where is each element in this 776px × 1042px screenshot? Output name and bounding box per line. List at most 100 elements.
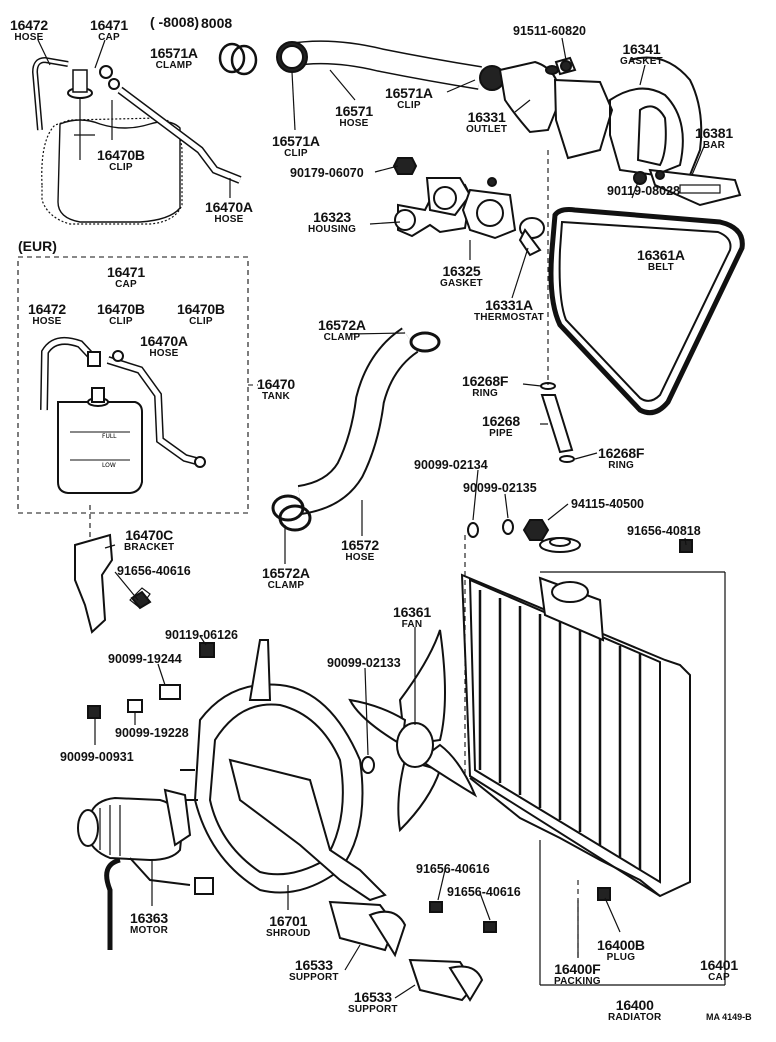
part-name: SUPPORT bbox=[348, 1004, 398, 1015]
catalog-number-p2: 91511-60820 bbox=[513, 24, 586, 38]
part-name: PLUG bbox=[606, 952, 636, 963]
part-number: 16470B bbox=[177, 301, 225, 317]
part-number: 16472 bbox=[28, 301, 66, 317]
part-number: 16533 bbox=[353, 989, 392, 1005]
shroud-16701 bbox=[180, 639, 387, 902]
catalog-number-p6: 90099-02135 bbox=[463, 481, 537, 495]
outlet-16331 bbox=[498, 56, 614, 160]
part-name: RADIATOR bbox=[608, 1012, 662, 1023]
part-name: CAP bbox=[115, 279, 137, 290]
part-name: CLIP bbox=[189, 316, 213, 327]
housing-16323 bbox=[392, 157, 472, 238]
part-name: CLAMP bbox=[267, 580, 305, 591]
catalog-number-p11: 90099-19244 bbox=[108, 652, 182, 666]
part-name: CLIP bbox=[109, 162, 133, 173]
drawing-ref: MA 4149-B bbox=[706, 1012, 752, 1022]
bar-16381 bbox=[633, 168, 742, 207]
part-name: OUTLET bbox=[466, 124, 508, 135]
part-number: 16472 bbox=[10, 17, 48, 33]
part-number: 16325 bbox=[442, 263, 481, 279]
part-number: 16571A bbox=[150, 45, 198, 61]
lower-hose-16572 bbox=[271, 327, 441, 532]
part-number: 16470 bbox=[257, 376, 295, 392]
part-number: 16571 bbox=[335, 103, 373, 119]
part-name: CAP bbox=[708, 972, 730, 983]
part-name: BELT bbox=[647, 262, 674, 273]
part-number: 16363 bbox=[130, 910, 168, 926]
catalog-number-p8: 91656-40818 bbox=[627, 524, 701, 538]
part-name: FAN bbox=[401, 619, 423, 630]
part-name: HOUSING bbox=[308, 224, 357, 235]
cap-16471-top bbox=[67, 65, 120, 99]
part-number: 16400F bbox=[554, 961, 601, 977]
part-name: CLIP bbox=[397, 100, 421, 111]
catalog-number-p1: 8008 bbox=[201, 15, 233, 31]
part-number: 16572A bbox=[262, 565, 310, 581]
part-number: 16571A bbox=[385, 85, 433, 101]
part-number: 16341 bbox=[622, 41, 661, 57]
supports-16533 bbox=[328, 900, 484, 1002]
catalog-number-p13: 90099-19228 bbox=[115, 726, 189, 740]
part-number: 16572A bbox=[318, 317, 366, 333]
thermostat-16331A bbox=[518, 217, 545, 257]
catalog-number-p14: 90099-00931 bbox=[60, 750, 134, 764]
part-number: 16361A bbox=[637, 247, 685, 263]
part-number: 16470A bbox=[140, 333, 188, 349]
pipe-16268 bbox=[540, 382, 575, 463]
eur-group-tag: (EUR) bbox=[18, 238, 57, 254]
upper-hose-16571 bbox=[276, 40, 505, 91]
part-name: HOSE bbox=[14, 32, 44, 43]
catalog-number-p5: 90099-02134 bbox=[414, 458, 488, 472]
part-name: CLIP bbox=[284, 148, 308, 159]
part-name: TANK bbox=[262, 391, 290, 402]
part-name: RING bbox=[608, 460, 635, 471]
belt-16361A bbox=[548, 207, 745, 416]
bracket-16470C bbox=[74, 533, 151, 634]
hose-16472-top bbox=[31, 56, 69, 131]
part-name: HOSE bbox=[345, 552, 375, 563]
part-name: THERMOSTAT bbox=[474, 312, 544, 323]
part-number: 16471 bbox=[90, 17, 128, 33]
part-name: SHROUD bbox=[266, 928, 311, 939]
part-number: 16401 bbox=[700, 957, 738, 973]
range-tag: ( -8008) bbox=[150, 14, 199, 30]
gasket-16325 bbox=[461, 177, 517, 240]
svg-text:LOW: LOW bbox=[102, 462, 116, 469]
part-number: 16400B bbox=[597, 937, 645, 953]
part-number: 16470B bbox=[97, 301, 145, 317]
part-number: 16470B bbox=[97, 147, 145, 163]
part-number: 16572 bbox=[341, 537, 379, 553]
reservoir-tank-top bbox=[41, 95, 183, 225]
part-name: PIPE bbox=[489, 428, 513, 439]
part-number: 16331A bbox=[485, 297, 533, 313]
catalog-number-p3: 90179-06070 bbox=[290, 166, 364, 180]
part-number: 16268F bbox=[462, 373, 509, 389]
part-name: PACKING bbox=[554, 976, 601, 987]
part-name: CLAMP bbox=[155, 60, 193, 71]
part-number: 16701 bbox=[269, 913, 308, 929]
part-name: GASKET bbox=[620, 56, 663, 67]
part-name: HOSE bbox=[339, 118, 369, 129]
